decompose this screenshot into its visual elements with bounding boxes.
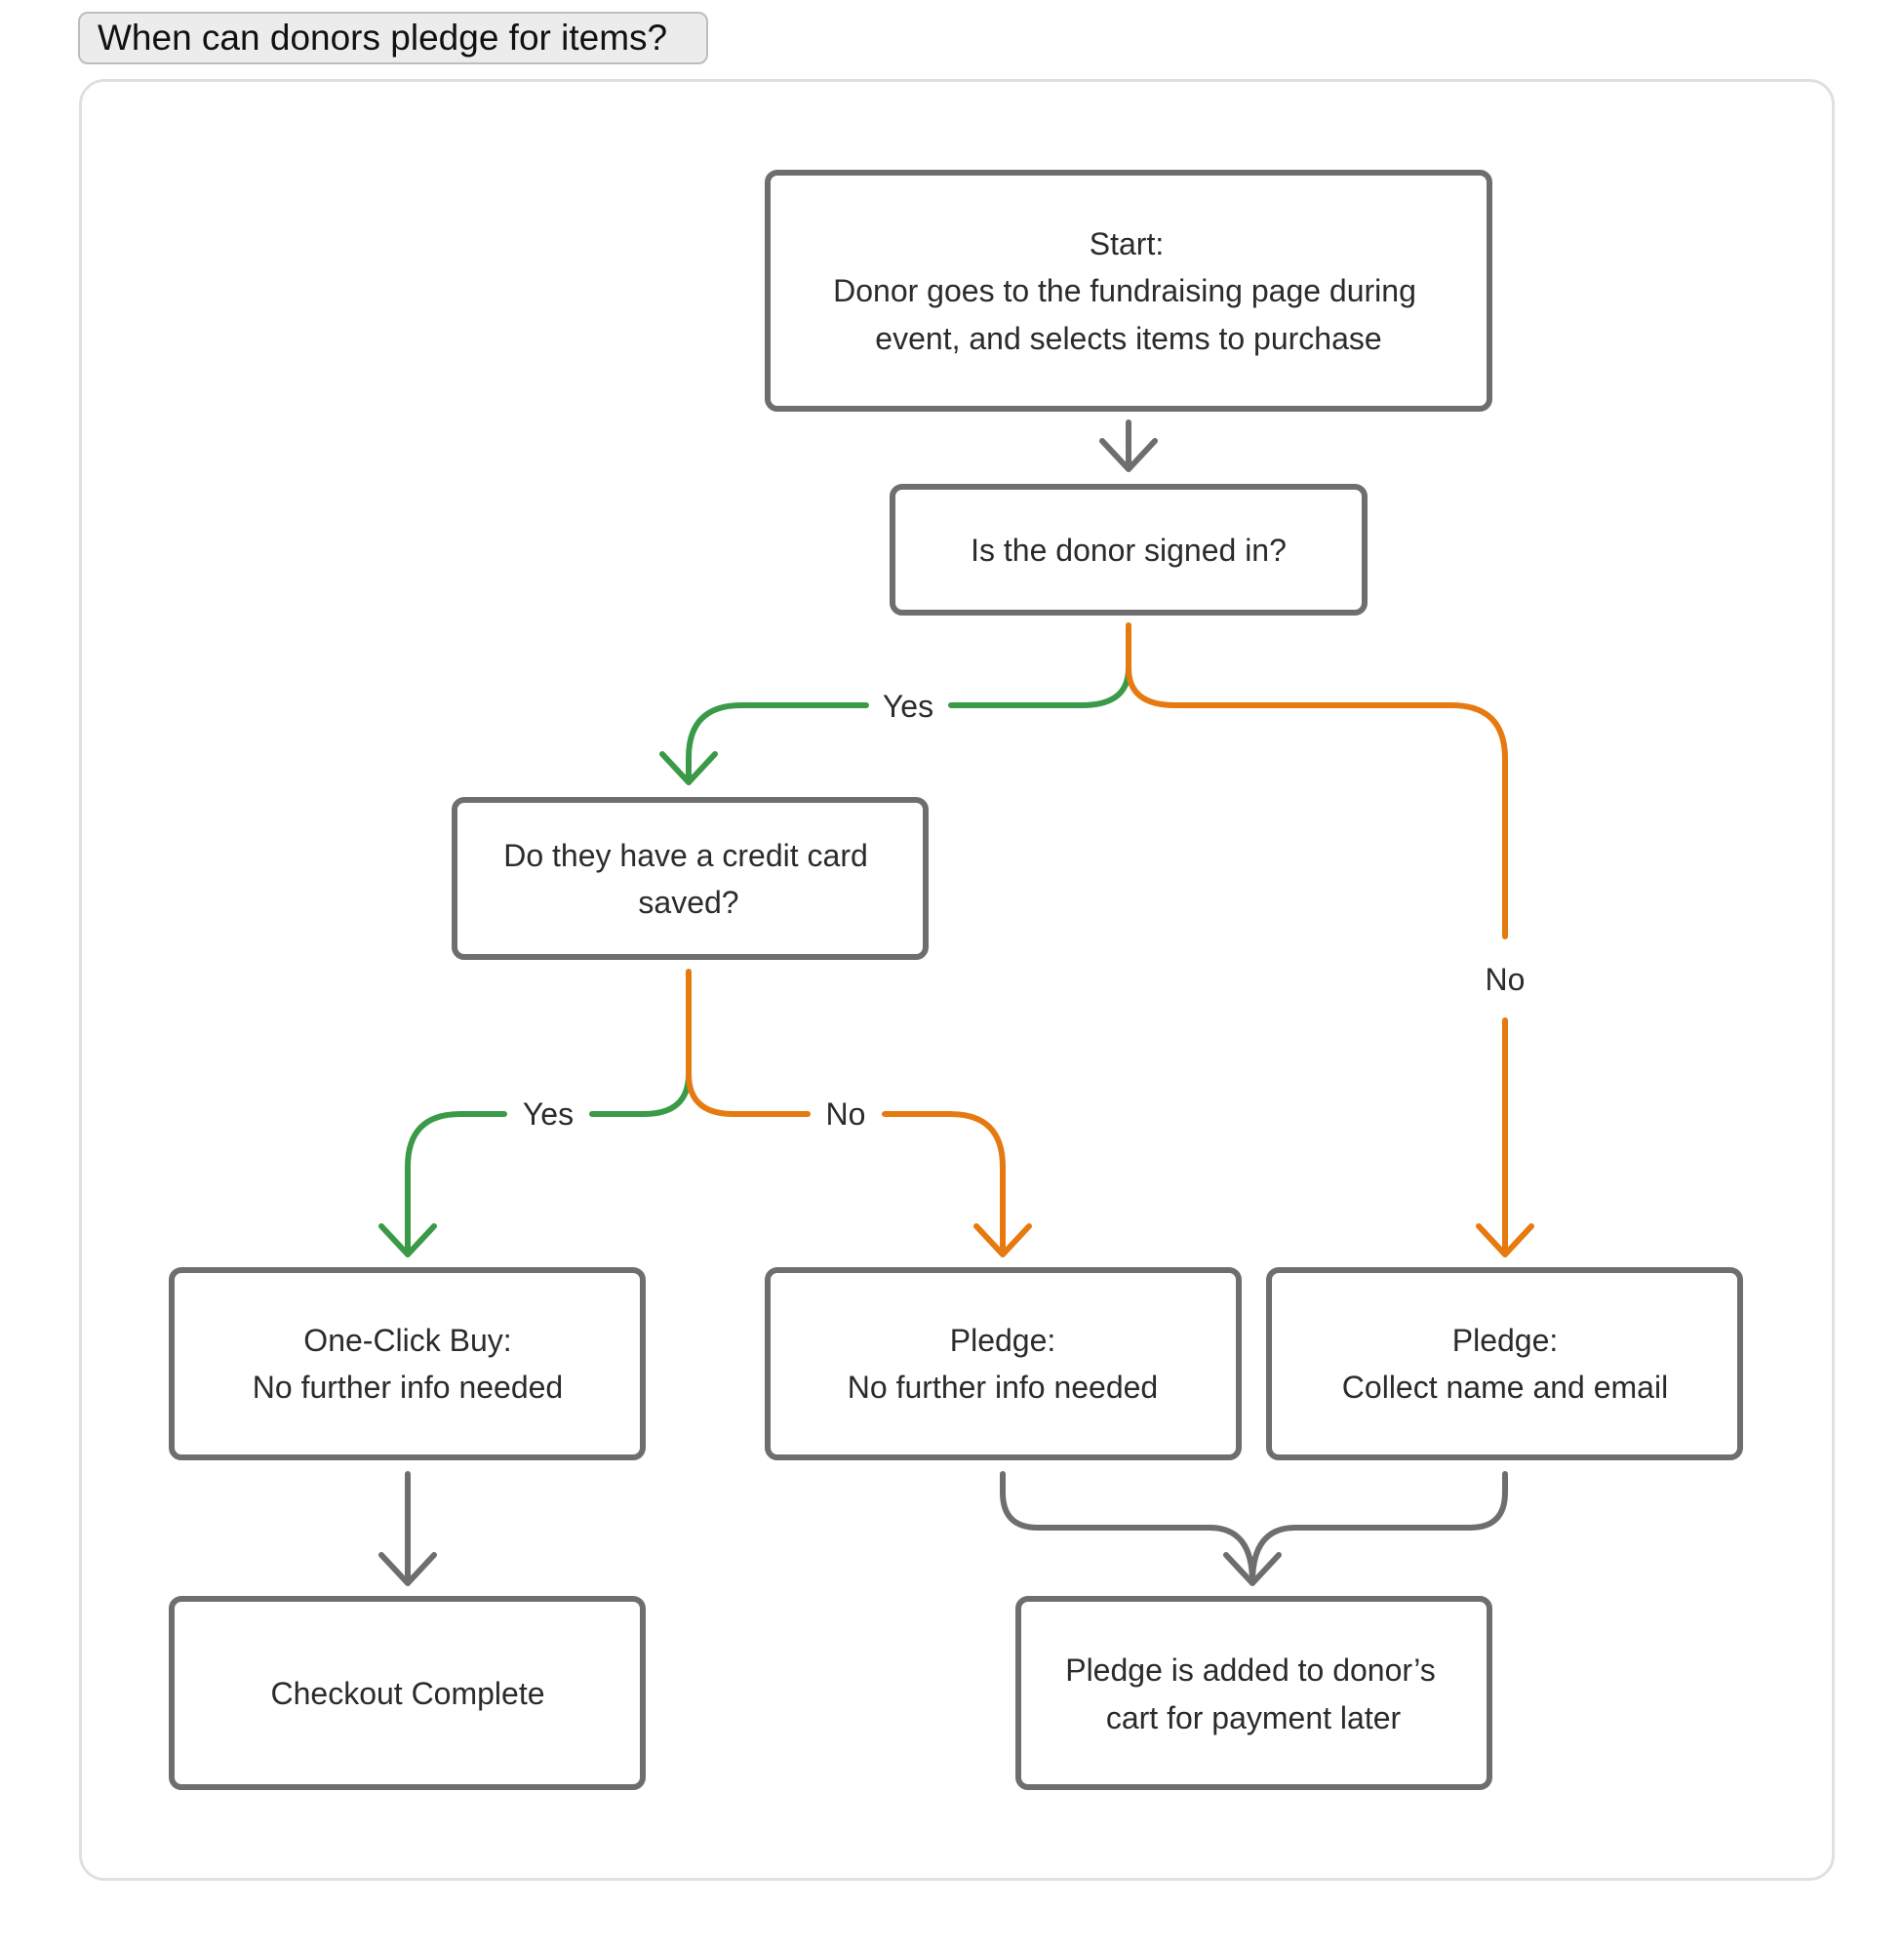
connectors	[378, 419, 1534, 1586]
node-signed-in: Is the donor signed in?	[890, 484, 1368, 616]
connector-card-no	[686, 969, 811, 1117]
node-start: Start: Donor goes to the fundraising pag…	[765, 170, 1492, 412]
arrowhead-card-yes	[378, 1223, 437, 1257]
node-pledge-no-info: Pledge: No further info needed	[765, 1267, 1242, 1460]
connector-card-yes-2	[405, 1111, 507, 1254]
label-signed-in-no: No	[1486, 962, 1526, 997]
connector-pledge-merge-right	[1250, 1471, 1508, 1585]
arrowhead-one-click-to-checkout	[378, 1552, 437, 1586]
label-card-no: No	[826, 1096, 866, 1132]
connector-card-no-2	[882, 1111, 1006, 1254]
node-pledge-cart: Pledge is added to donor’s cart for paym…	[1015, 1596, 1492, 1790]
arrowhead-pledge-merge	[1223, 1552, 1282, 1586]
connector-signed-in-yes	[948, 665, 1131, 708]
node-start-line-2: Donor goes to the fundraising page durin…	[833, 273, 1416, 308]
node-pledge-cart-line-2: cart for payment later	[1106, 1700, 1402, 1735]
node-pledge-collect-line-2: Collect name and email	[1342, 1370, 1668, 1405]
node-start-line-3: event, and selects items to purchase	[875, 321, 1381, 356]
node-pledge-no-info-line-1: Pledge:	[950, 1323, 1056, 1358]
arrowhead-card-no	[973, 1223, 1032, 1257]
label-signed-in-yes: Yes	[883, 689, 933, 724]
node-credit-card: Do they have a credit card saved?	[452, 797, 929, 960]
arrowhead-signed-in-no	[1476, 1223, 1534, 1257]
label-card-yes: Yes	[523, 1096, 574, 1132]
node-checkout: Checkout Complete	[169, 1596, 646, 1790]
diagram-title: When can donors pledge for items?	[78, 12, 708, 64]
connector-signed-in-yes-2	[686, 702, 869, 781]
connector-card-yes	[589, 1071, 692, 1117]
arrowhead-start-to-signed-in	[1099, 438, 1158, 472]
connector-signed-in-no	[1126, 622, 1508, 939]
node-pledge-collect: Pledge: Collect name and email	[1266, 1267, 1743, 1460]
node-one-click: One-Click Buy: No further info needed	[169, 1267, 646, 1460]
node-one-click-line-2: No further info needed	[253, 1370, 563, 1405]
node-credit-card-line-1: Do they have a credit card	[503, 838, 868, 873]
node-checkout-line-1: Checkout Complete	[270, 1676, 544, 1711]
node-pledge-no-info-line-2: No further info needed	[848, 1370, 1158, 1405]
node-one-click-line-1: One-Click Buy:	[303, 1323, 511, 1358]
node-start-line-1: Start:	[1090, 226, 1164, 261]
arrowhead-signed-in-yes	[659, 751, 718, 785]
node-signed-in-line-1: Is the donor signed in?	[971, 533, 1287, 568]
connector-pledge-merge-left	[1000, 1471, 1255, 1585]
node-pledge-collect-line-1: Pledge:	[1452, 1323, 1559, 1358]
node-pledge-cart-line-1: Pledge is added to donor’s	[1065, 1652, 1436, 1688]
node-credit-card-line-2: saved?	[638, 885, 738, 920]
